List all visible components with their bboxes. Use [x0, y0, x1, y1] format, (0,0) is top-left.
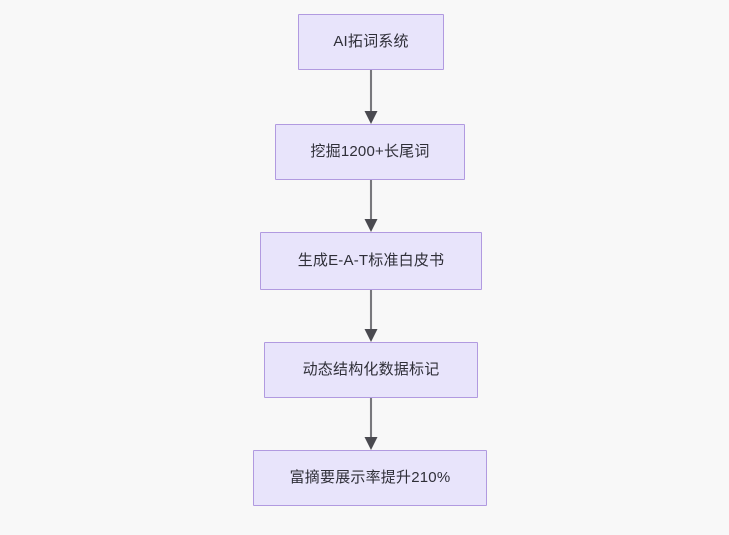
node-label: 挖掘1200+长尾词: [310, 143, 430, 160]
flowchart-node-mine-longtail-keywords[interactable]: 挖掘1200+长尾词: [275, 124, 465, 180]
flowchart-node-rich-snippet-impression-uplift[interactable]: 富摘要展示率提升210%: [253, 450, 487, 506]
edge-n0-n1: [364, 70, 378, 124]
node-label: 动态结构化数据标记: [302, 361, 440, 378]
flowchart-node-dynamic-structured-data-markup[interactable]: 动态结构化数据标记: [264, 342, 478, 398]
edge-n2-n3: [364, 290, 378, 342]
flowchart-node-ai-keyword-system[interactable]: AI拓词系统: [298, 14, 444, 70]
edge-n1-n2: [364, 180, 378, 232]
flowchart-node-generate-eat-whitepaper[interactable]: 生成E-A-T标准白皮书: [260, 232, 482, 290]
node-label: AI拓词系统: [333, 33, 409, 50]
node-label: 生成E-A-T标准白皮书: [297, 252, 445, 269]
edge-n3-n4: [364, 398, 378, 450]
node-label: 富摘要展示率提升210%: [289, 469, 451, 486]
